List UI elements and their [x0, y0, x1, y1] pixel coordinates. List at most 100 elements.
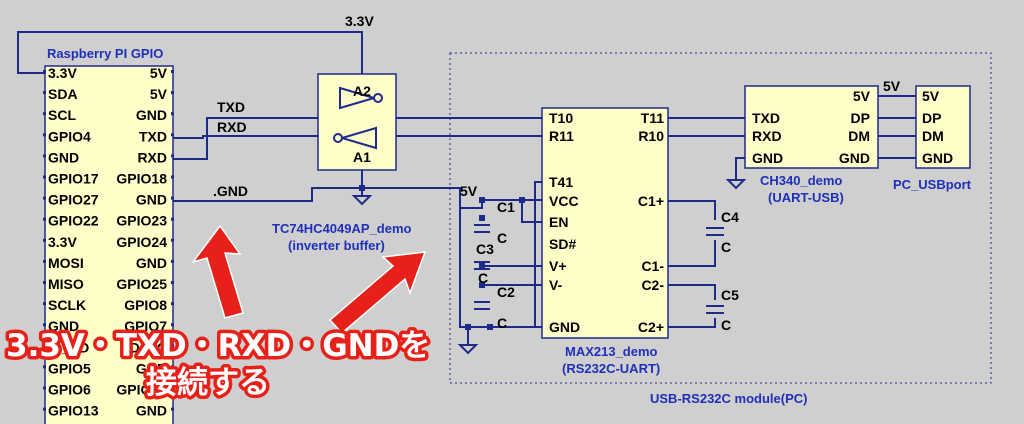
- net-label-3v3: 3.3V: [345, 13, 374, 29]
- rpi-pin-right: GPIO23: [116, 213, 167, 229]
- ch340-left-pins: TXD RXD GND: [752, 110, 783, 166]
- ch340-pin-label: RXD: [752, 128, 782, 144]
- usb-port-name: PC_USBport: [893, 177, 972, 192]
- rpi-pin-dot: [43, 323, 46, 327]
- rpi-pin-dot: [43, 154, 46, 158]
- cap-c5-val: C: [721, 317, 731, 333]
- rpi-pin-dot: [171, 175, 174, 179]
- ch340-pin-label: TXD: [752, 110, 780, 126]
- rpi-pin-right: GND: [136, 255, 167, 271]
- ch340-pin-label: 5V: [853, 88, 871, 104]
- rpi-pin-right: GPIO12: [116, 382, 167, 398]
- wires: [17, 31, 916, 345]
- rpi-pin-dot: [43, 112, 46, 116]
- usb-port: [915, 85, 971, 169]
- rpi-pin-dot: [171, 344, 174, 348]
- max213-pin-label: R10: [638, 128, 664, 144]
- rpi-pin-dot: [43, 302, 46, 306]
- rpi-pin-left: GPIO6: [48, 382, 91, 398]
- rpi-pin-left: GPIO13: [48, 403, 99, 419]
- rpi-pin-right: 5V: [150, 65, 168, 81]
- rpi-pin-right: GPIO8: [124, 297, 167, 313]
- rpi-pin-dot: [171, 323, 174, 327]
- rpi-pin-dot: [171, 259, 174, 263]
- net-label-5v: 5V: [460, 183, 478, 199]
- max213-pin-label: V+: [549, 258, 567, 274]
- rpi-pin-dot: [43, 70, 46, 73]
- rpi-pin-dot: [43, 281, 46, 284]
- max213-pin-label: T41: [549, 174, 573, 190]
- rpi-pin-dot: [171, 238, 174, 242]
- rpi-pin-right: GND: [136, 192, 167, 208]
- rpi-pin-dot: [171, 365, 174, 369]
- rpi-pin-dot: [43, 91, 46, 95]
- ch340-pin-label: GND: [752, 150, 783, 166]
- annotation-arrows: [191, 224, 427, 335]
- rpi-pin-left: SDA: [48, 86, 78, 102]
- inverter-label-a2: A2: [353, 83, 371, 99]
- rpi-pin-right: GND: [136, 107, 167, 123]
- cap-c2-val: C: [497, 315, 507, 331]
- rpi-pin-left: GPIO27: [48, 192, 99, 208]
- rpi-pin-dot: [171, 91, 174, 95]
- rpi-pin-dot: [171, 154, 174, 158]
- rpi-pin-right: GPIO24: [116, 234, 167, 250]
- rpi-pin-left: ID_SD: [48, 339, 89, 355]
- rpi-pin-dot: [43, 217, 46, 221]
- rpi-pin-dot: [43, 407, 46, 411]
- max213-pin-label: GND: [549, 319, 580, 335]
- inverter-desc: (inverter buffer): [288, 238, 385, 253]
- rpi-pin-right: GPIO25: [116, 276, 167, 292]
- rpi-pin-left: SCLK: [48, 297, 86, 313]
- rpi-pin-right: TXD: [139, 128, 167, 144]
- rpi-pin-dot: [171, 407, 174, 411]
- capacitor-symbols: [474, 224, 724, 314]
- max213-pin-label: EN: [549, 214, 568, 230]
- net-label-rxd: RXD: [217, 119, 247, 135]
- rpi-pin-left: 3.3V: [48, 65, 77, 81]
- rpi-pin-left: GND: [48, 149, 79, 165]
- rpi-pin-dot: [43, 196, 46, 200]
- rpi-pin-dot: [171, 112, 174, 116]
- usb-port-pin-label: 5V: [922, 88, 940, 104]
- rpi-gpio-header: [44, 65, 174, 424]
- max213-pin-label: C1-: [641, 258, 664, 274]
- max213-pin-label: VCC: [549, 193, 579, 209]
- max213-chip: [541, 107, 669, 339]
- inverter-name: TC74HC4049AP_demo: [272, 221, 412, 236]
- cap-c3-val: C: [478, 270, 488, 286]
- rpi-pin-right: GPIO18: [116, 171, 167, 187]
- cap-c5: C5: [721, 287, 739, 303]
- cap-c1: C1: [497, 199, 515, 215]
- red-arrow-left: [191, 224, 244, 319]
- rpi-pin-dot: [43, 175, 46, 179]
- rpi-pin-dot: [43, 238, 46, 242]
- usb-port-pin-label: GND: [922, 150, 953, 166]
- rpi-pin-dot: [43, 365, 46, 369]
- ch340-pin-label: DM: [848, 128, 870, 144]
- rpi-pin-right: ID_SC: [126, 339, 167, 355]
- junctions: [359, 185, 525, 330]
- usb-port-pin-label: DM: [922, 128, 944, 144]
- ch340-pin-label: GND: [839, 150, 870, 166]
- rpi-pin-right: GPIO7: [124, 318, 167, 334]
- rpi-pin-right: GND: [136, 360, 167, 376]
- rpi-pin-dot: [43, 133, 46, 137]
- usb-port-pin-label: DP: [922, 110, 941, 126]
- red-arrow-right: [328, 251, 427, 335]
- rpi-pin-right: 5V: [150, 86, 168, 102]
- module-label: USB-RS232C module(PC): [650, 391, 807, 406]
- net-label-txd: TXD: [217, 99, 245, 115]
- max213-pin-label: V-: [549, 277, 563, 293]
- ground-symbols: [351, 179, 747, 355]
- annotation-line2: 接続する: [146, 365, 270, 401]
- rpi-pin-left: GND: [48, 318, 79, 334]
- rpi-pin-left: GPIO4: [48, 128, 91, 144]
- rpi-pin-left: 3.3V: [48, 234, 77, 250]
- rpi-pin-left: MISO: [48, 276, 84, 292]
- cap-c1-val: C: [497, 230, 507, 246]
- rpi-pin-right: RXD: [137, 149, 167, 165]
